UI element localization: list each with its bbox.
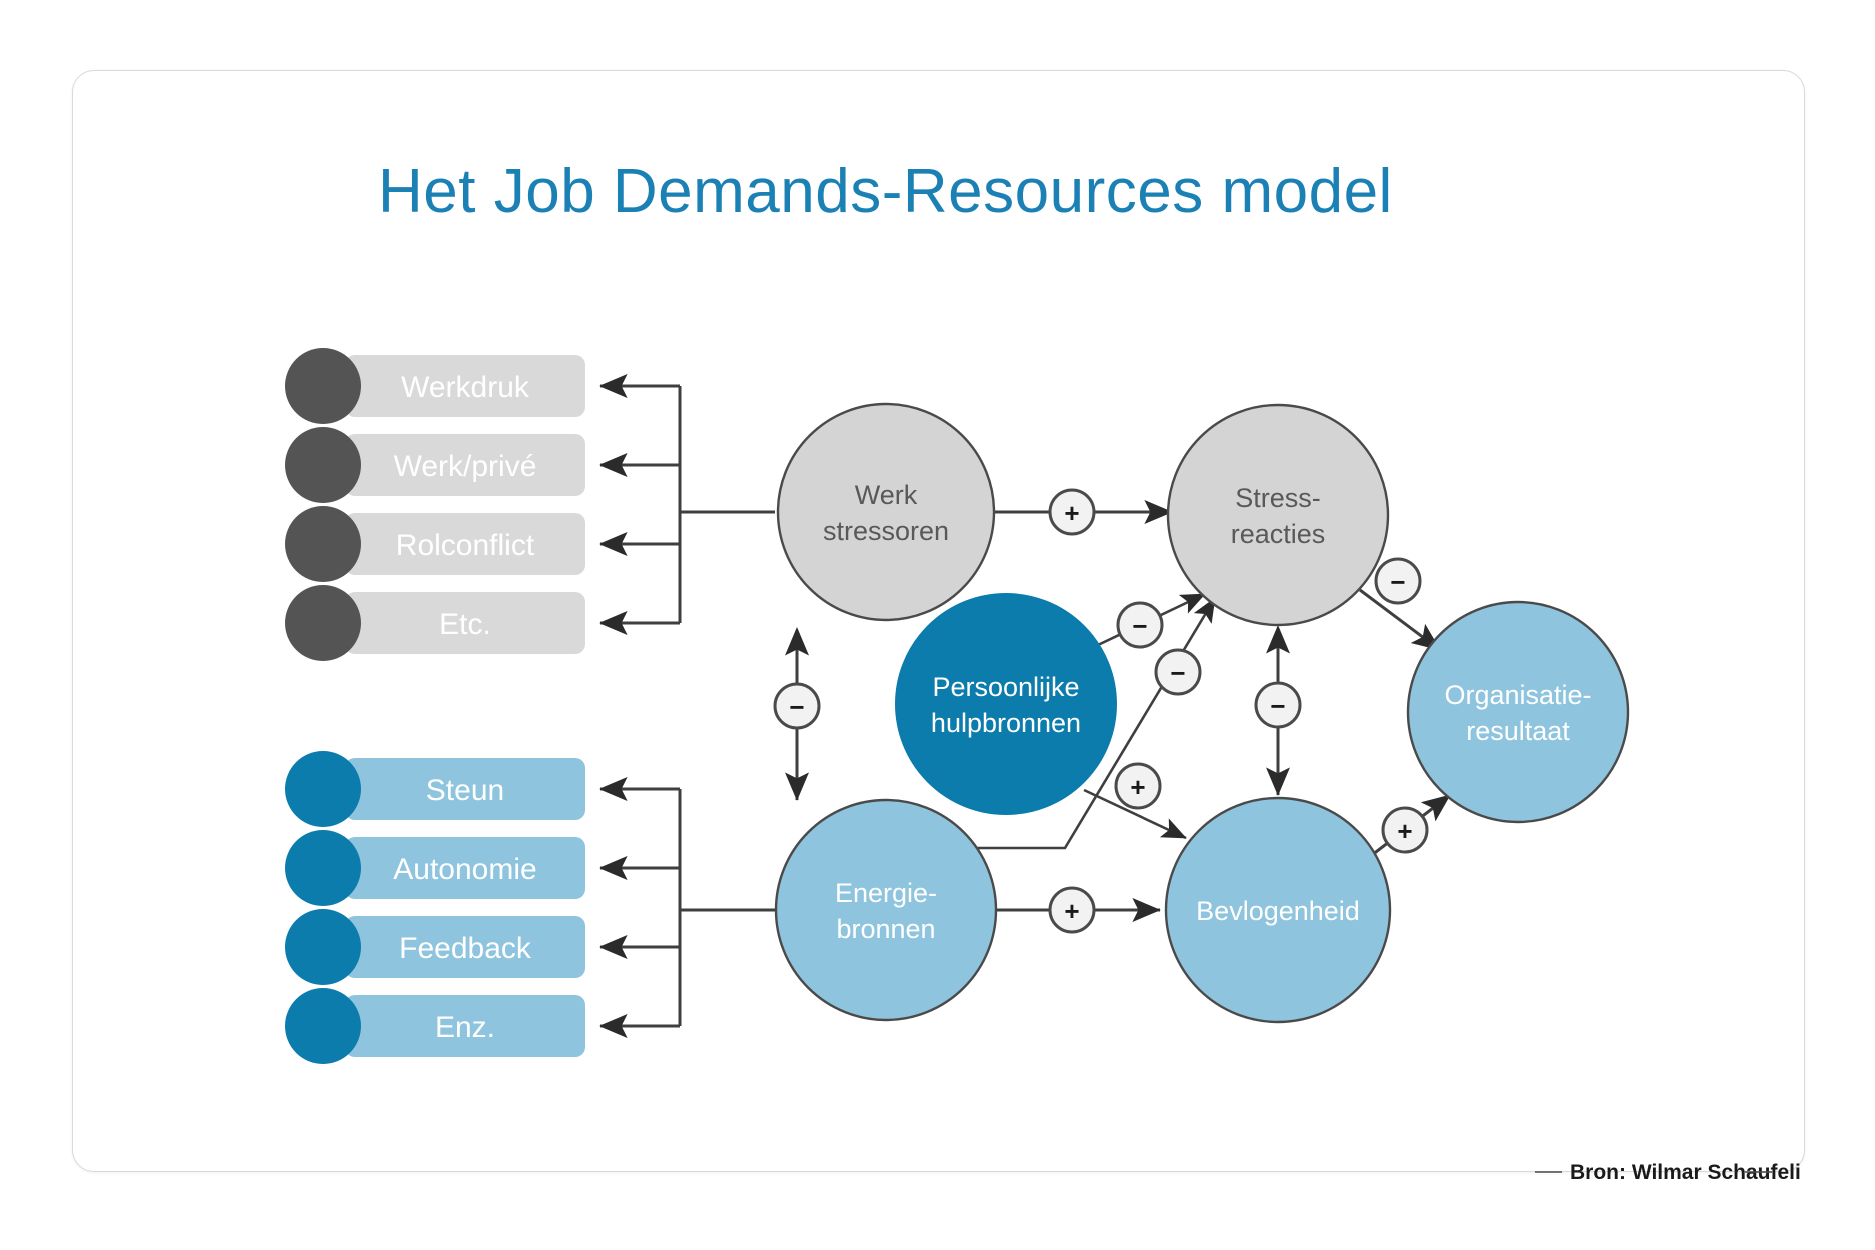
demand-item-2[interactable]: Rolconflict [285,506,585,582]
node-circle [895,593,1117,815]
source-label: Bron: Wilmar Schaufeli [1570,1161,1801,1184]
node-organisatie-resultaat[interactable]: Organisatie- resultaat [1406,600,1630,824]
node-circle [1166,403,1390,627]
pill-background [345,592,585,654]
sign-badge-energie-reacties: − [1154,648,1202,696]
pill-background [345,916,585,978]
resource-item-1[interactable]: Autonomie [285,830,585,906]
sign-badge-reacties-bevlogenheid: − [1254,681,1302,729]
demands-connector-bracket [599,374,775,635]
node-label-line2: bronnen [836,914,935,944]
demand-item-3[interactable]: Etc. [285,585,585,661]
node-label-line1: Bevlogenheid [1196,896,1360,926]
node-bevlogenheid[interactable]: Bevlogenheid [1164,796,1392,1024]
sign-badge-bevlogenheid-organisatie: + [1381,806,1429,854]
node-circle [776,402,996,622]
resource-item-3[interactable]: Enz. [285,988,585,1064]
resources-connector-bracket [599,777,777,1038]
node-energiebronnen[interactable]: Energie- bronnen [774,798,998,1022]
pill-background [345,434,585,496]
pill-background [345,758,585,820]
sign-label: − [789,692,804,722]
node-label-line2: resultaat [1466,716,1570,746]
resource-label: Enz. [435,1011,495,1044]
job-demands-group: Werkdruk Werk/privé Rolconflict Etc. [285,348,585,661]
job-resources-group: Steun Autonomie Feedback Enz. [285,751,585,1064]
node-label-line1: Organisatie- [1444,680,1591,710]
node-werkstressoren[interactable]: Werk stressoren [776,402,996,622]
demand-label: Etc. [439,608,491,641]
sign-label: − [1132,611,1147,641]
sign-label: + [1130,772,1145,802]
sign-badge-persoonlijke-bevlogenheid: + [1114,762,1162,810]
node-label-line1: Energie- [835,878,937,908]
sign-label: + [1064,498,1079,528]
sign-badge-persoonlijke-reacties: − [1116,601,1164,649]
node-persoonlijke-hulpbronnen[interactable]: Persoonlijke hulpbronnen [895,593,1117,815]
resource-item-0[interactable]: Steun [285,751,585,827]
resource-label: Feedback [399,932,532,965]
bullet-icon [285,751,361,827]
demand-label: Werk/privé [394,450,537,483]
demand-item-1[interactable]: Werk/privé [285,427,585,503]
node-circle [774,798,998,1022]
node-label-line2: reacties [1231,519,1326,549]
resource-label: Steun [426,774,504,807]
page-title: Het Job Demands-Resources model [378,157,1393,226]
node-stressreacties[interactable]: Stress- reacties [1166,403,1390,627]
pill-background [345,837,585,899]
bullet-icon [285,506,361,582]
bullet-icon [285,909,361,985]
resource-item-2[interactable]: Feedback [285,909,585,985]
node-label-line1: Werk [855,480,918,510]
demand-item-0[interactable]: Werkdruk [285,348,585,424]
sign-badge-reacties-organisatie: − [1374,557,1422,605]
edge-reacties-organisatie [1359,588,1441,652]
sign-label: − [1390,567,1405,597]
node-label-line2: hulpbronnen [931,708,1081,738]
sign-badge-stressoren-reacties: + [1048,488,1096,536]
sign-label: + [1064,896,1079,926]
pill-background [345,995,585,1057]
bullet-icon [285,988,361,1064]
node-circle [1406,600,1630,824]
sign-badge-energie-bevlogenheid: + [1048,886,1096,934]
bullet-icon [285,585,361,661]
bullet-icon [285,427,361,503]
edge-persoonlijke-bevlogenheid [1083,788,1187,840]
bullet-icon [285,830,361,906]
node-circle [1164,796,1392,1024]
demand-label: Werkdruk [401,371,530,404]
sign-label: − [1170,658,1185,688]
node-label-line1: Stress- [1235,483,1321,513]
demand-label: Rolconflict [396,529,535,562]
source-note: Bron: Wilmar Schaufeli [1535,1161,1801,1184]
pill-background [345,355,585,417]
node-label-line1: Persoonlijke [932,672,1079,702]
bullet-icon [285,348,361,424]
sign-label: + [1397,816,1412,846]
resource-label: Autonomie [393,853,536,886]
node-label-line2: stressoren [823,516,949,546]
sign-label: − [1270,691,1285,721]
pill-background [345,513,585,575]
sign-badge-stressoren-energie: − [773,682,821,730]
